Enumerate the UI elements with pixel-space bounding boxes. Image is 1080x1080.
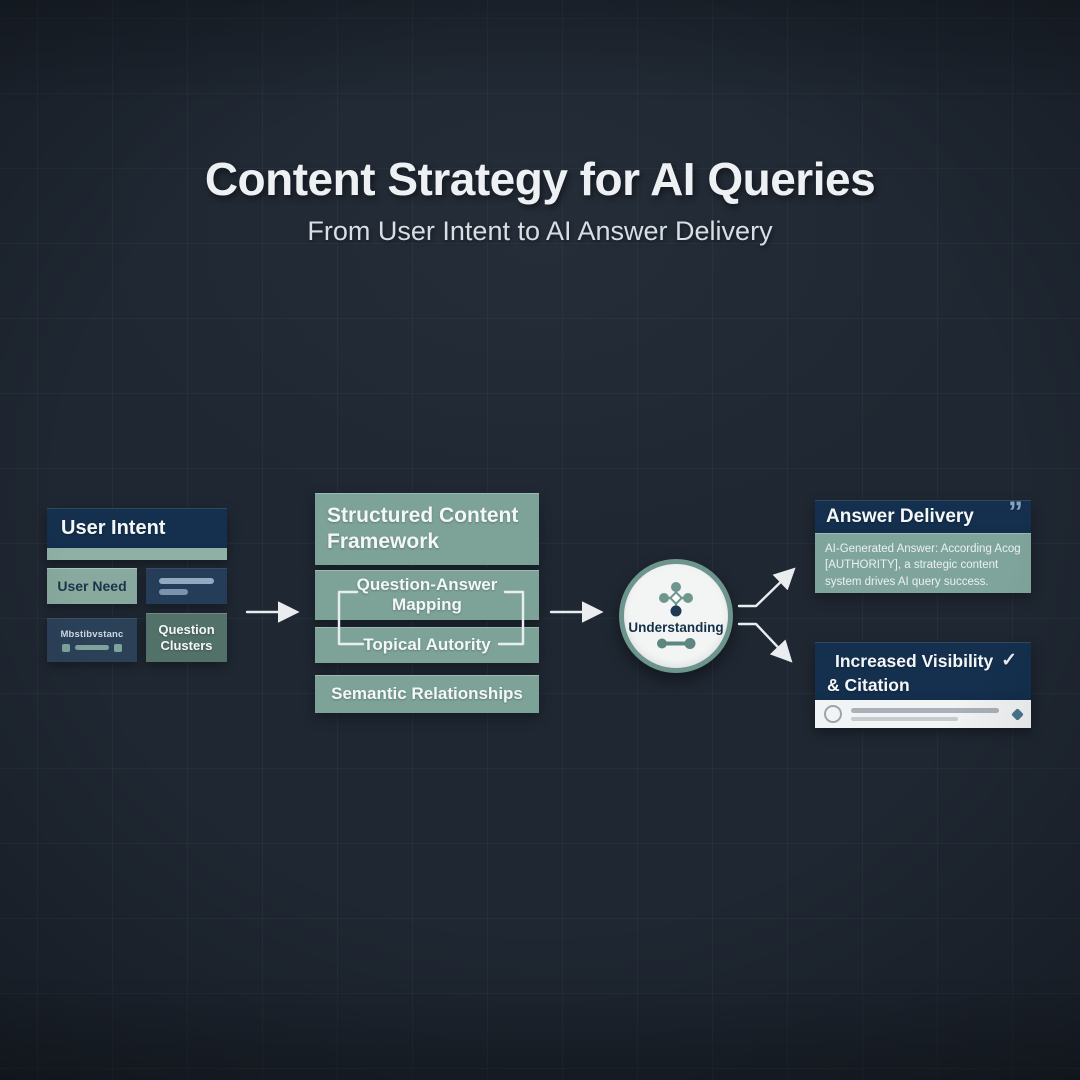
dumbbell-icon	[657, 638, 696, 649]
motivation-label: Mbstibvstanc	[60, 628, 124, 640]
skeleton-line	[851, 707, 1000, 713]
intent-placeholder-card	[146, 568, 227, 604]
slider-track	[75, 645, 109, 650]
visibility-title-line1: Increased Visibility	[835, 650, 994, 671]
framework-item-question-answer-mapping: Question-Answer Mapping	[315, 570, 539, 620]
user-intent-accent-strip	[47, 548, 227, 560]
user-need-card: User Need	[47, 568, 137, 604]
diamond-icon	[1011, 707, 1024, 721]
answer-delivery-header: Answer Delivery ”	[815, 496, 1031, 533]
skeleton-line	[851, 716, 959, 721]
visibility-title-line2: & Citation	[827, 674, 910, 695]
network-icon	[659, 582, 693, 617]
arrow-understanding-to-visibility	[737, 622, 793, 663]
arrow-understanding-to-answer	[737, 567, 796, 608]
check-icon: ✓	[1001, 650, 1017, 671]
understanding-node: Understanding	[619, 559, 733, 673]
answer-delivery-title: Answer Delivery	[826, 505, 974, 527]
framework-item-topical-authority: Topical Autority	[315, 627, 539, 663]
slider-knob-left	[62, 643, 70, 652]
framework-item-label: Question-Answer Mapping	[356, 574, 498, 614]
increased-visibility-card: Increased Visibility ✓ & Citation	[815, 642, 1031, 700]
framework-header: Structured Content Framework	[315, 493, 539, 565]
page-title: Content Strategy for AI Queries	[204, 153, 876, 205]
radio-circle-icon	[824, 705, 842, 723]
answer-delivery-body: AI-Generated Answer: According Acog [AUT…	[815, 533, 1031, 593]
understanding-label: Understanding	[628, 620, 724, 635]
quote-icon: ”	[1008, 496, 1023, 529]
skeleton-line	[159, 589, 188, 595]
citation-result-bar	[815, 700, 1031, 728]
skeleton-lines	[851, 707, 1004, 721]
question-clusters-card: Question Clusters	[146, 613, 227, 662]
skeleton-line	[159, 578, 214, 584]
page-subtitle: From User Intent to AI Answer Delivery	[307, 216, 773, 246]
user-intent-header: User Intent	[47, 508, 227, 548]
slider-knob-right	[114, 643, 122, 652]
slider-icon	[62, 643, 122, 652]
motivation-card: Mbstibvstanc	[47, 618, 137, 662]
framework-item-semantic-relationships: Semantic Relationships	[315, 675, 539, 713]
